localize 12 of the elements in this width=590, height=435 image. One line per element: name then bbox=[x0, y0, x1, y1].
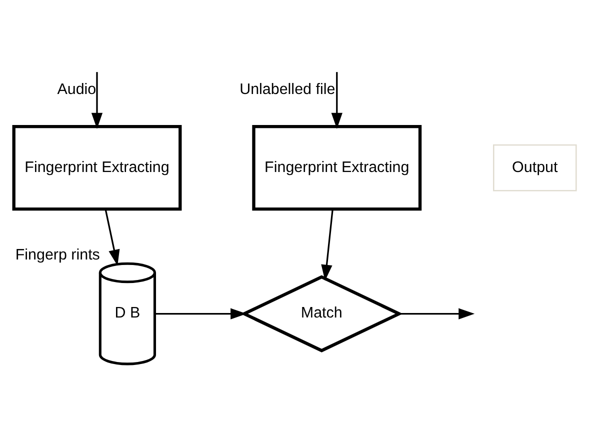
edge-label: Audio bbox=[57, 80, 96, 98]
node-label: Fingerp rints bbox=[15, 246, 100, 264]
arrow bbox=[321, 209, 334, 281]
arrow bbox=[104, 209, 120, 266]
arrow bbox=[400, 308, 475, 320]
node-box: Output bbox=[493, 144, 577, 192]
edge-label: Unlabelled file bbox=[240, 80, 336, 98]
node-box: Fingerprint Extracting bbox=[12, 124, 182, 211]
node-box: Fingerprint Extracting bbox=[252, 124, 422, 211]
arrow bbox=[91, 72, 103, 129]
node-diamond: Match bbox=[240, 275, 403, 352]
arrow bbox=[331, 72, 342, 129]
